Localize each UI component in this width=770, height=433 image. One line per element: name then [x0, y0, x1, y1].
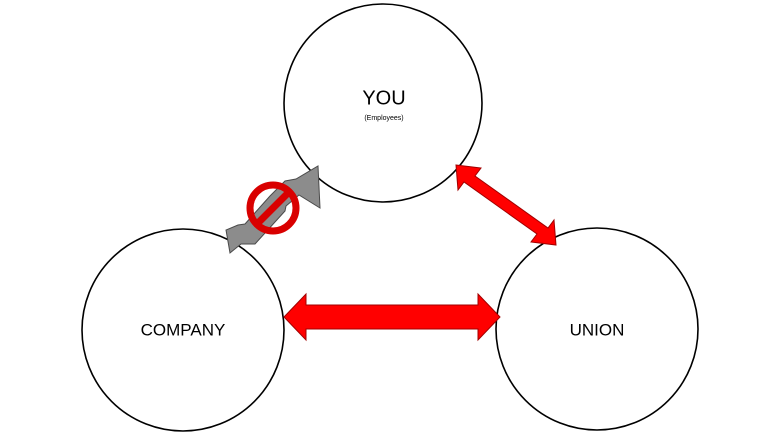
you-label: YOU: [362, 87, 405, 109]
you-sublabel: (Employees): [364, 115, 403, 122]
no-entry-icon: [246, 181, 300, 235]
arrow-company-union: [283, 292, 501, 342]
company-circle: [81, 228, 285, 432]
company-label: COMPANY: [141, 320, 226, 339]
node-union: UNION: [495, 227, 699, 431]
you-circle: [283, 3, 483, 203]
no-entry-bar: [254, 189, 292, 227]
union-label: UNION: [570, 320, 625, 339]
node-you: YOU (Employees): [283, 3, 483, 203]
union-circle: [495, 227, 699, 431]
no-entry-ring: [246, 181, 300, 235]
arrow-you-union: [455, 164, 557, 246]
node-company: COMPANY: [81, 228, 285, 432]
